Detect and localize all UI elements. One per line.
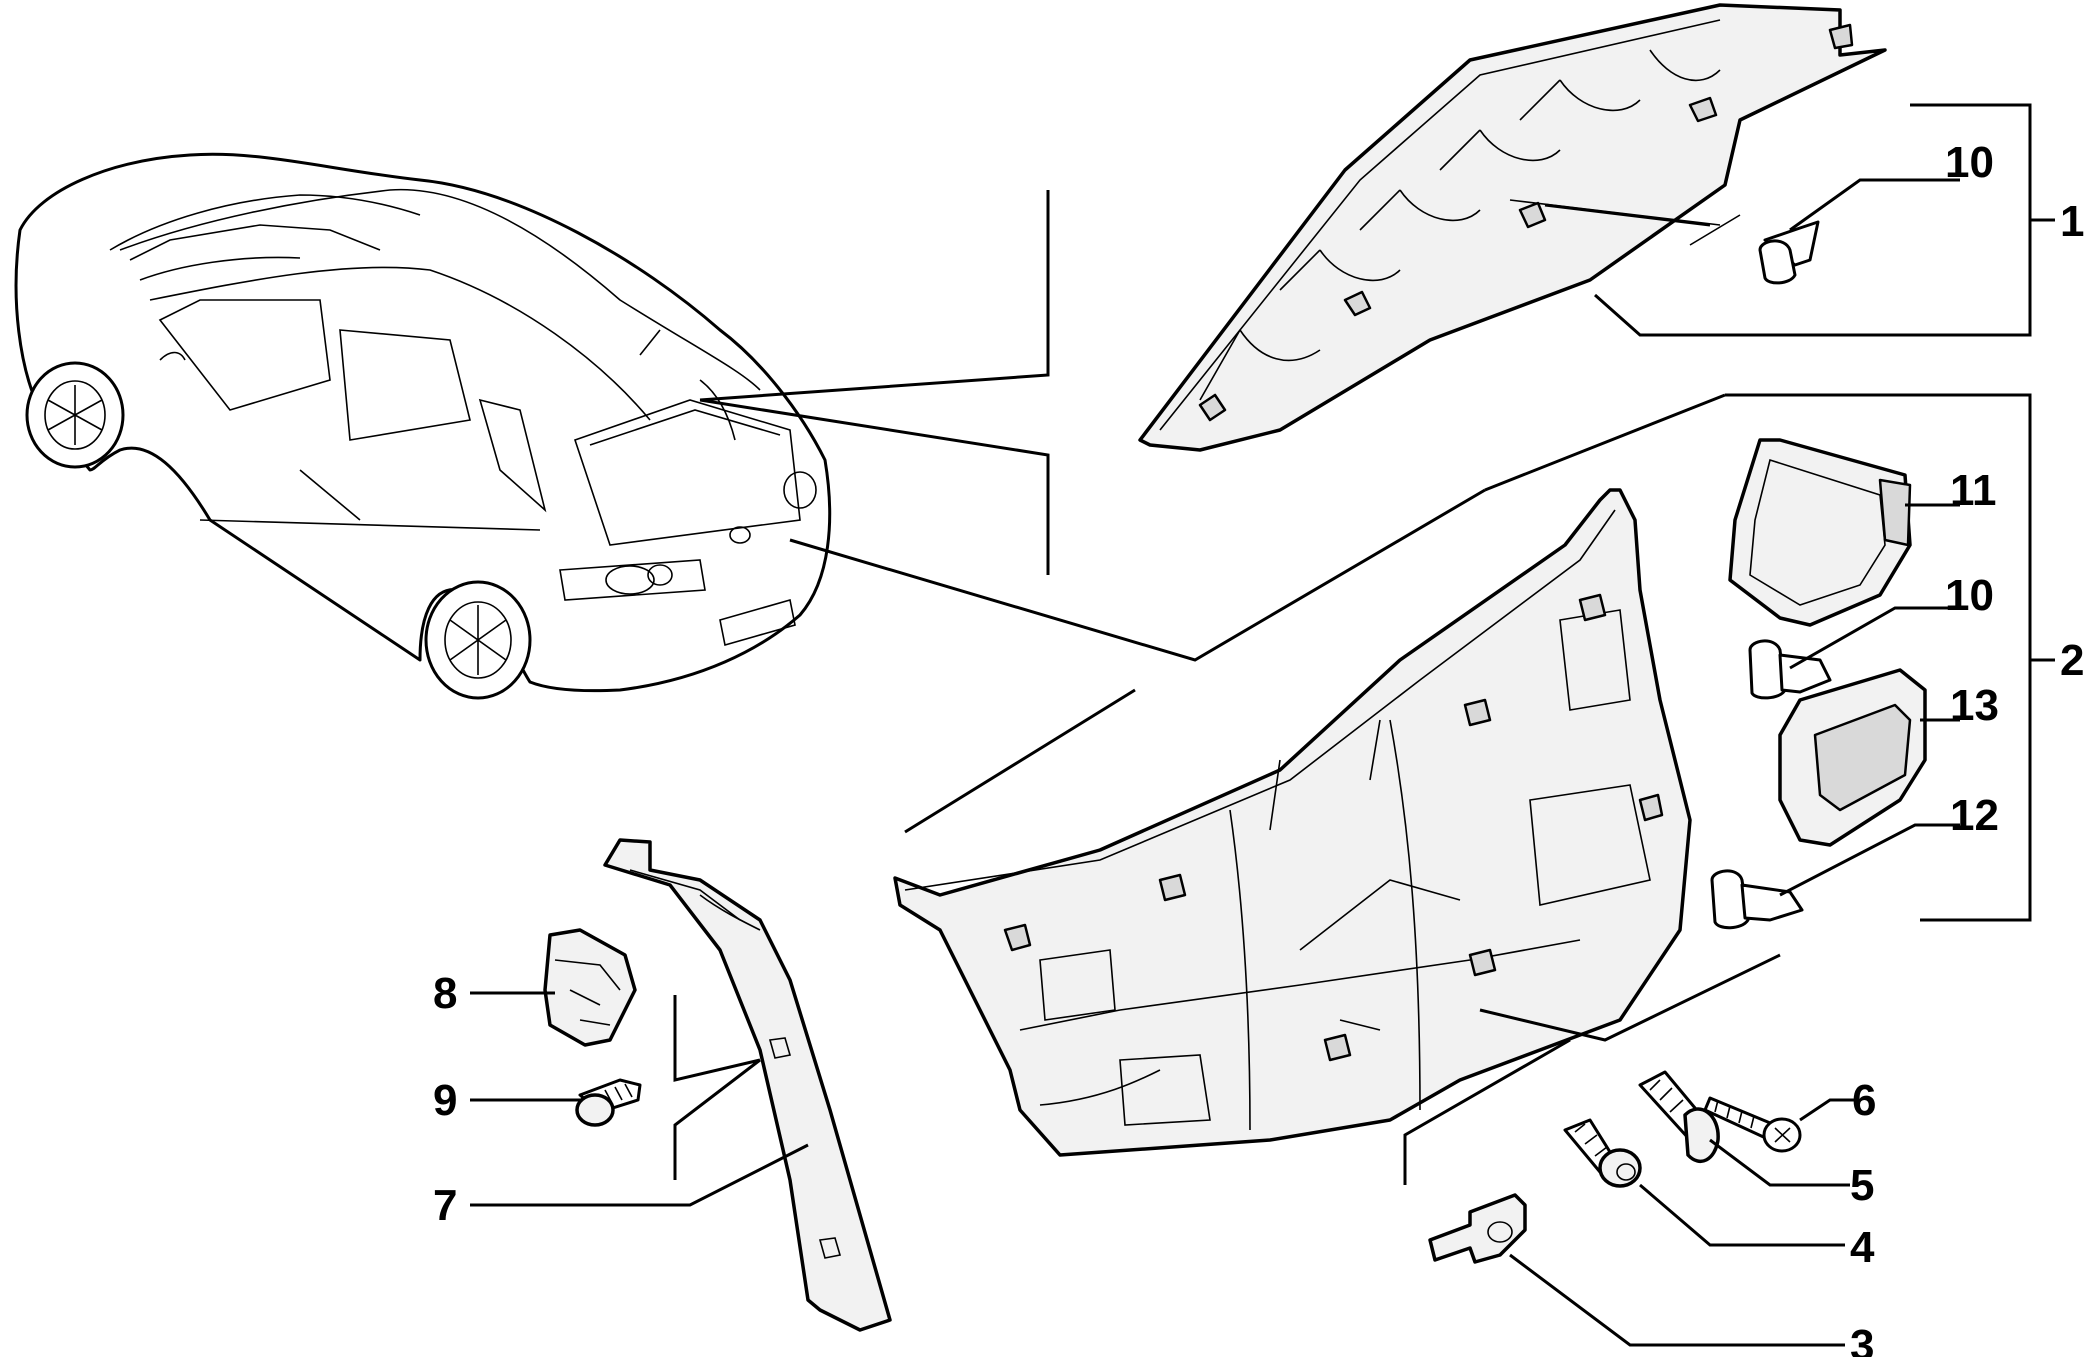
callout-leaders <box>470 103 2055 1347</box>
callout-3: 3 <box>1850 1321 1874 1357</box>
push-clip-12 <box>1710 869 1804 930</box>
callout-13: 13 <box>1950 681 1999 730</box>
callout-1: 1 <box>2060 197 2084 246</box>
callout-6: 6 <box>1852 1076 1876 1125</box>
cover-11 <box>1728 438 1912 627</box>
callout-9: 9 <box>433 1076 457 1125</box>
callout-10-middle: 10 <box>1945 571 1994 620</box>
screw-6 <box>1703 1096 1802 1153</box>
callout-12: 12 <box>1950 791 1999 840</box>
callout-2: 2 <box>2060 636 2084 685</box>
upper-trim-panel <box>1138 3 1887 452</box>
handle-13 <box>1778 668 1927 847</box>
callout-4: 4 <box>1850 1223 1875 1272</box>
car-overview-illustration <box>14 152 832 700</box>
rivet-5 <box>1638 1070 1720 1163</box>
tailgate-lining-panel <box>893 488 1692 1157</box>
car-leader-lines <box>699 190 1486 834</box>
push-clip-10-top <box>1758 220 1820 285</box>
push-clip-10-middle <box>1748 639 1832 700</box>
side-trim-strip <box>603 838 892 1332</box>
callout-10-top: 10 <box>1945 138 1994 187</box>
callout-11: 11 <box>1950 466 1997 515</box>
callout-5: 5 <box>1850 1161 1874 1210</box>
bolt-4 <box>1563 1118 1642 1188</box>
callout-8: 8 <box>433 969 457 1018</box>
bolt-9 <box>575 1078 642 1127</box>
callout-7: 7 <box>433 1181 457 1230</box>
bracket-3 <box>1428 1193 1527 1264</box>
callout-labels: 1 2 3 4 5 6 7 8 9 10 10 11 12 13 <box>433 138 2084 1357</box>
clip-8 <box>543 928 637 1047</box>
